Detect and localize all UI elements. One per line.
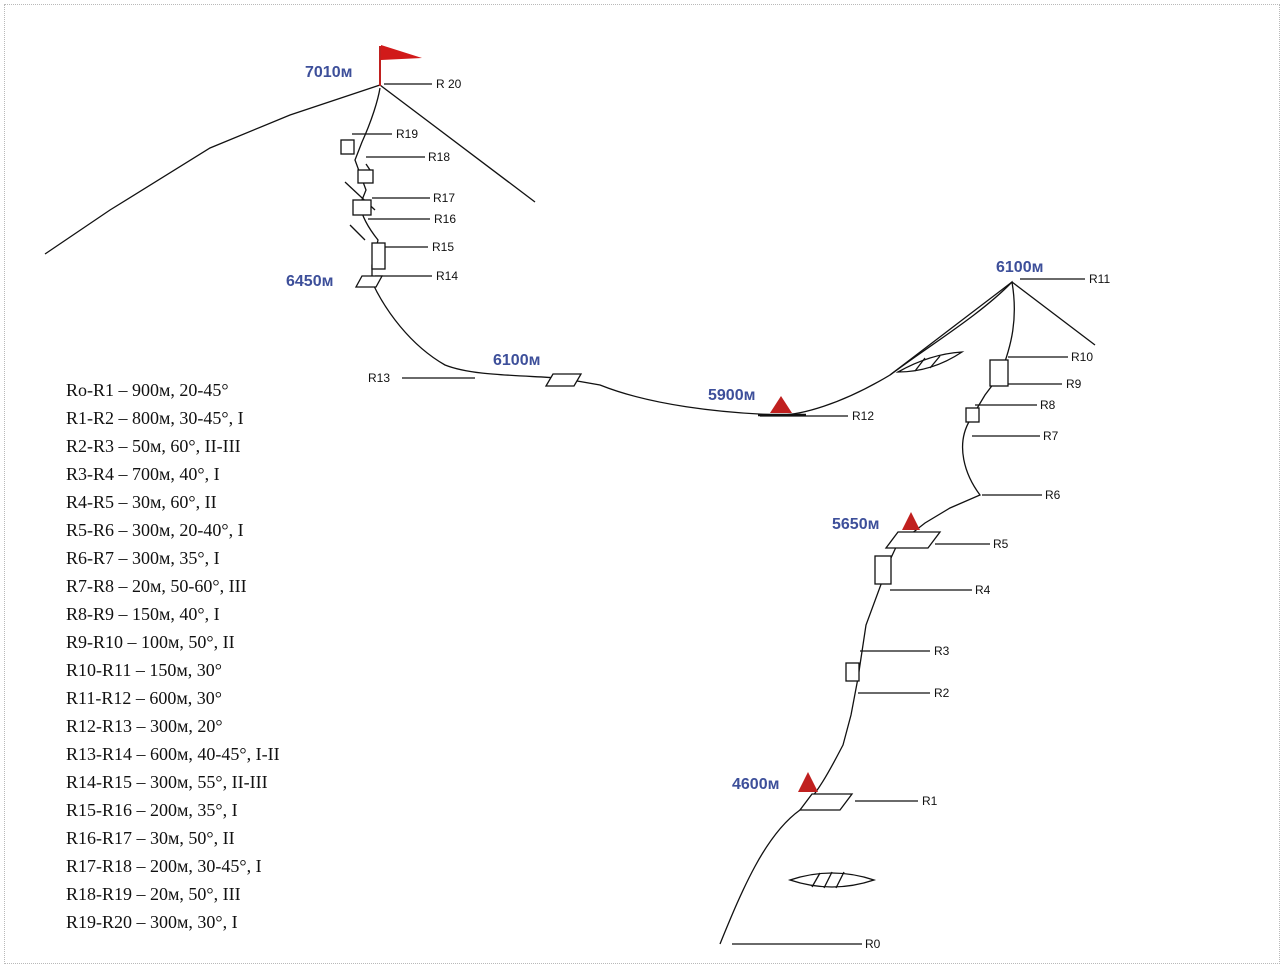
legend-item: R3-R4 – 700м, 40°, I	[66, 464, 220, 484]
label-r19: R19	[396, 127, 418, 141]
legend-item: R10-R11 – 150м, 30°	[66, 660, 222, 680]
label-r2: R2	[934, 686, 950, 700]
wall-section	[965, 407, 980, 423]
legend-item: R14-R15 – 300м, 55°, II-III	[66, 772, 268, 792]
elevation-6450: 6450м	[286, 273, 333, 290]
camp-marker-icon	[798, 772, 818, 792]
label-r14: R14	[436, 269, 458, 283]
summit-ridge-left	[44, 84, 381, 255]
wall-section	[357, 169, 374, 184]
label-r7: R7	[1043, 429, 1059, 443]
elevation-5900: 5900м	[708, 387, 755, 404]
label-r3: R3	[934, 644, 950, 658]
label-r16: R16	[434, 212, 456, 226]
wall-section	[340, 139, 355, 155]
crevasse-marker	[787, 872, 877, 888]
label-r10: R10	[1071, 350, 1093, 364]
legend-item: R6-R7 – 300м, 35°, I	[66, 548, 220, 568]
legend-item: Ro-R1 – 900м, 20-45°	[66, 380, 229, 400]
crevasse-hatch	[914, 357, 926, 372]
elevation-4600: 4600м	[732, 776, 779, 793]
couloir-stroke	[365, 163, 371, 171]
legend-item: R19-R20 – 300м, 30°, I	[66, 912, 238, 932]
legend-item: R7-R8 – 20м, 50-60°, III	[66, 576, 247, 596]
legend-item: R13-R14 – 600м, 40-45°, I-II	[66, 744, 280, 764]
crevasse-marker	[895, 351, 965, 373]
label-r5: R5	[993, 537, 1009, 551]
elevation-6100-right: 6100м	[996, 259, 1043, 276]
wall-section	[845, 662, 860, 682]
legend-item: R1-R2 – 800м, 30-45°, I	[66, 408, 244, 428]
legend-item: R11-R12 – 600м, 30°	[66, 688, 222, 708]
label-r13: R13	[368, 371, 390, 385]
legend-item: R2-R3 – 50м, 60°, II-III	[66, 436, 241, 456]
route-legend: Ro-R1 – 900м, 20-45° R1-R2 – 800м, 30-45…	[66, 376, 280, 936]
elevation-5650: 5650м	[832, 516, 879, 533]
right-peak-ridge-right	[1011, 281, 1096, 346]
couloir-stroke	[349, 224, 366, 241]
summit-flag-icon	[381, 45, 422, 60]
ledge-section	[544, 373, 583, 387]
label-r0: R0	[865, 937, 881, 951]
crevasse-hatch	[823, 871, 833, 889]
legend-item: R9-R10 – 100м, 50°, II	[66, 632, 235, 652]
wall-section	[989, 359, 1009, 387]
ledge-section	[884, 531, 942, 549]
legend-item: R5-R6 – 300м, 20-40°, I	[66, 520, 244, 540]
elevation-6100-middle: 6100м	[493, 352, 540, 369]
summit-ridge-right	[379, 84, 536, 203]
legend-item: R16-R17 – 30м, 50°, II	[66, 828, 235, 848]
camp-marker-icon	[902, 512, 920, 530]
label-r4: R4	[975, 583, 991, 597]
label-r12: R12	[852, 409, 874, 423]
label-r9: R9	[1066, 377, 1082, 391]
crevasse-hatch	[835, 871, 845, 889]
diagram-frame	[4, 4, 1280, 964]
label-r15: R15	[432, 240, 454, 254]
legend-item: R17-R18 – 200м, 30-45°, I	[66, 856, 262, 876]
ledge-section	[798, 793, 854, 811]
wall-section	[874, 555, 892, 585]
label-r6: R6	[1045, 488, 1061, 502]
ledge-section	[354, 275, 384, 288]
crevasse-hatch	[811, 872, 821, 888]
legend-item: R18-R19 – 20м, 50°, III	[66, 884, 241, 904]
label-r8: R8	[1040, 398, 1056, 412]
wall-section	[371, 242, 386, 270]
label-r18: R18	[428, 150, 450, 164]
label-r17: R17	[433, 191, 455, 205]
crevasse-hatch	[929, 355, 941, 369]
label-r20: R 20	[436, 77, 462, 91]
label-r1: R1	[922, 794, 938, 808]
legend-item: R15-R16 – 200м, 35°, I	[66, 800, 238, 820]
camp-marker-icon	[770, 396, 792, 413]
legend-item: R12-R13 – 300м, 20°	[66, 716, 223, 736]
label-r11: R11	[1089, 272, 1110, 286]
right-peak-ridge-left	[889, 281, 1013, 376]
wall-section	[352, 199, 372, 216]
elevation-7010: 7010м	[305, 64, 352, 81]
legend-item: R4-R5 – 30м, 60°, II	[66, 492, 217, 512]
legend-item: R8-R9 – 150м, 40°, I	[66, 604, 220, 624]
